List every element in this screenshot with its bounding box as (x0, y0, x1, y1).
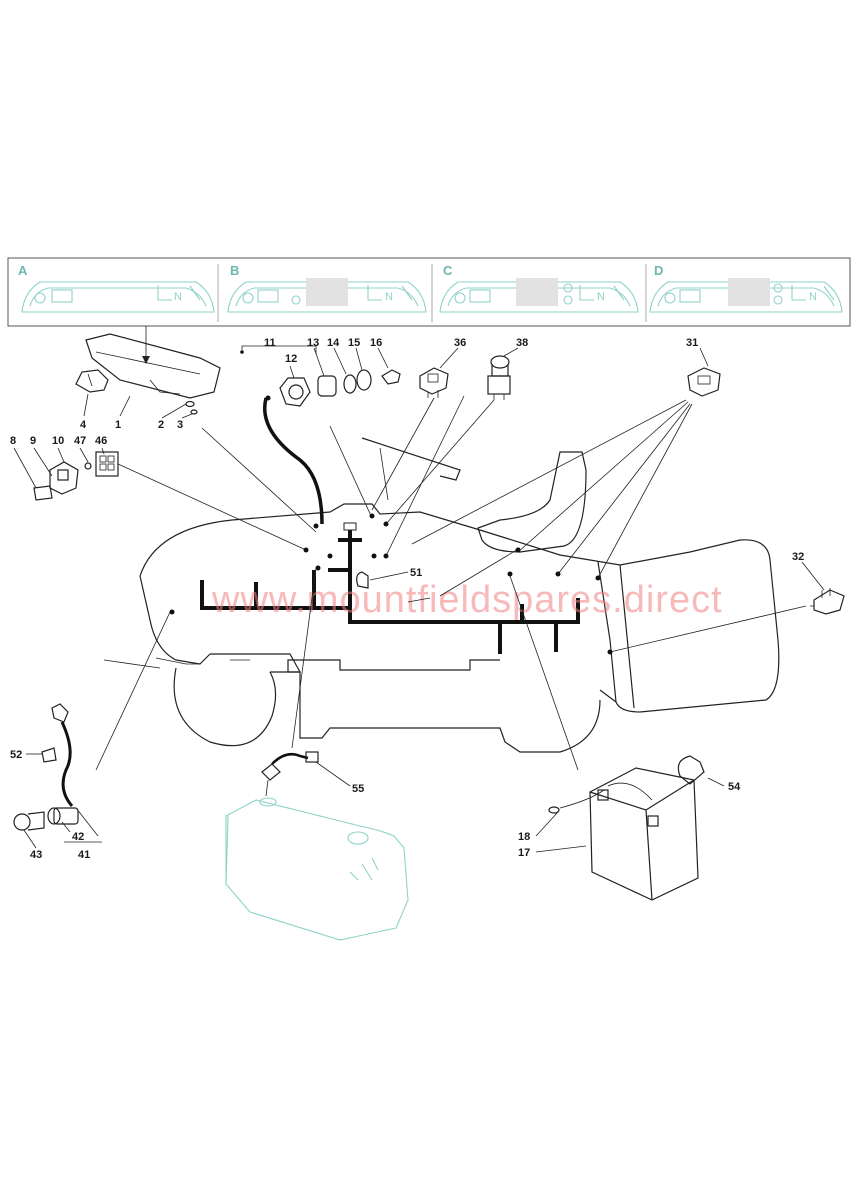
ignition-switch-part (279, 369, 401, 407)
battery-part (548, 755, 705, 901)
tractor-outline (103, 437, 780, 753)
dashboard-variants-strip: A N B N C (7, 257, 851, 327)
callout-52: 52 (10, 749, 22, 761)
rocker-switch-part (419, 367, 449, 398)
callout-2: 2 (158, 419, 164, 431)
washer-part (185, 400, 198, 415)
fuse-holder-part (33, 451, 119, 501)
callout-36: 36 (454, 337, 466, 349)
callout-38: 38 (516, 337, 528, 349)
callout-55: 55 (352, 783, 364, 795)
panel-d: D N (649, 263, 843, 313)
callout-16: 16 (370, 337, 382, 349)
fuel-tank (225, 797, 409, 941)
neutral-mark: N (597, 291, 605, 303)
callout-10: 10 (52, 435, 64, 447)
callout-41: 41 (78, 849, 90, 861)
callout-1: 1 (115, 419, 121, 431)
seat-switch-part (687, 367, 721, 397)
panel-c: C N (439, 263, 639, 313)
callout-14: 14 (327, 337, 340, 349)
bracket-part (75, 369, 109, 393)
callout-51: 51 (410, 567, 422, 579)
watermark: www.mountfieldspares.direct (211, 579, 723, 621)
callout-3: 3 (177, 419, 183, 431)
callout-31: 31 (686, 337, 698, 349)
callout-9: 9 (30, 435, 36, 447)
panel-letter: B (230, 263, 239, 278)
neutral-mark: N (809, 291, 817, 303)
neutral-mark: N (385, 291, 393, 303)
panel-letter: D (654, 263, 663, 278)
callout-13: 13 (307, 337, 319, 349)
callout-46: 46 (95, 435, 107, 447)
fuel-sender-part (261, 751, 319, 797)
micro-switch-part (810, 588, 845, 615)
wiring-harness (200, 397, 580, 654)
callout-18: 18 (518, 831, 530, 843)
callout-54: 54 (728, 781, 741, 793)
callout-11: 11 (264, 337, 276, 349)
callout-42: 42 (72, 831, 84, 843)
callout-15: 15 (348, 337, 360, 349)
neutral-mark: N (174, 291, 182, 303)
light-lead-part (13, 703, 79, 831)
callout-43: 43 (30, 849, 42, 861)
callout-8: 8 (10, 435, 16, 447)
leader-lines (13, 345, 825, 853)
callout-12: 12 (285, 353, 297, 365)
callout-47: 47 (74, 435, 86, 447)
panel-letter: A (18, 263, 28, 278)
callout-32: 32 (792, 551, 804, 563)
callout-4: 4 (80, 419, 87, 431)
pto-switch-part (487, 355, 511, 400)
panel-b: B N (227, 263, 427, 313)
dashboard-console (85, 333, 221, 399)
leader-dots (169, 350, 613, 655)
callout-labels: 1 2 3 4 8 9 10 47 46 11 12 13 14 15 16 3… (10, 337, 804, 861)
cable-clip-part (356, 571, 369, 589)
panel-a: A N (18, 263, 215, 313)
callout-17: 17 (518, 847, 530, 859)
panel-letter: C (443, 263, 453, 278)
